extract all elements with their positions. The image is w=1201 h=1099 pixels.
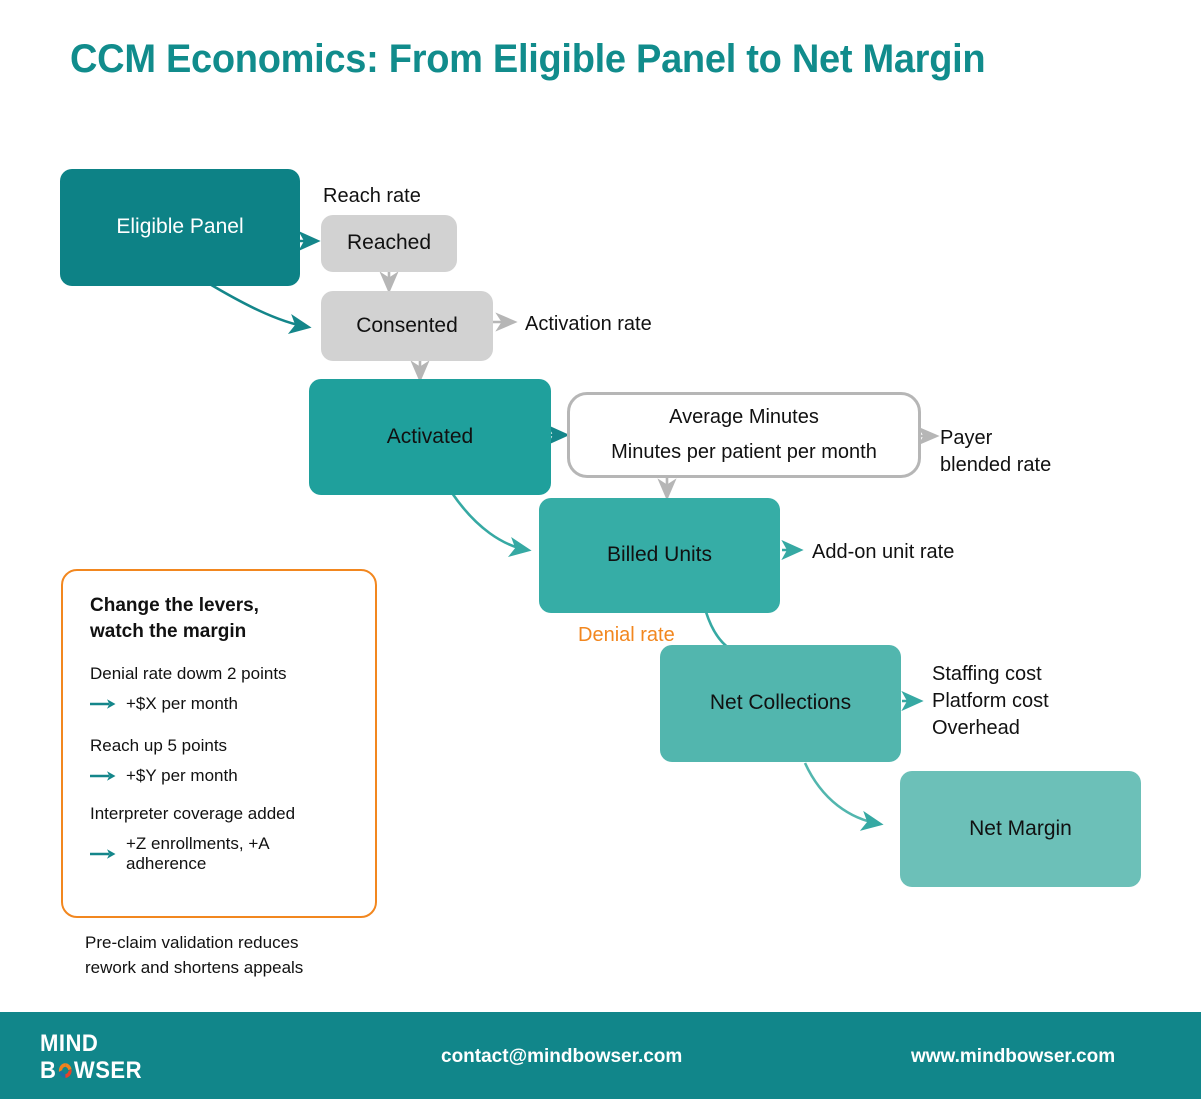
lever-item: Denial rate dowm 2 points +$X per month [90,664,351,714]
node-billed-units[interactable]: Billed Units [539,498,780,613]
logo-wser: WSER [73,1057,142,1084]
node-consented[interactable]: Consented [321,291,493,361]
lever-result-row: +$X per month [90,694,351,714]
lever-title: Denial rate dowm 2 points [90,664,287,684]
node-reached[interactable]: Reached [321,215,457,272]
avg-minutes-title: Average Minutes [669,405,819,428]
lever-item: Interpreter coverage added +Z enrollment… [90,804,351,874]
label-denial-rate: Denial rate [578,624,675,646]
lever-result-row: +Z enrollments, +A adherence [90,834,351,874]
logo-swirl-icon [56,1061,73,1080]
node-eligible-panel[interactable]: Eligible Panel [60,169,300,286]
logo-line-top: MIND [40,1030,99,1057]
node-label: Activated [386,424,474,448]
label-costs: Staffing cost Platform cost Overhead [932,663,1049,739]
node-net-collections[interactable]: Net Collections [660,645,901,762]
footer-website[interactable]: www.mindbowser.com [911,1046,1116,1067]
node-label: Billed Units [606,543,713,567]
logo-b: B [40,1057,57,1084]
lever-title: Reach up 5 points [90,736,228,756]
page-title: CCM Economics: From Eligible Panel to Ne… [70,37,986,81]
label-activation-rate: Activation rate [525,313,652,335]
node-label: Eligible Panel [116,215,244,239]
node-label: Reached [346,231,432,255]
lever-result: +$Y per month [126,766,238,786]
avg-minutes-subtitle: Minutes per patient per month [611,440,877,463]
arrow-right-icon [90,771,116,782]
arrow-right-icon [90,849,116,860]
lever-result-row: +$Y per month [90,766,351,786]
node-label: Consented [356,313,458,337]
footer-email[interactable]: contact@mindbowser.com [441,1046,683,1067]
lever-item: Reach up 5 points +$Y per month [90,736,351,786]
lever-result: +Z enrollments, +A adherence [126,834,269,874]
label-payer-blended-rate: Payer blended rate [940,427,1052,476]
node-label: Net Collections [709,691,852,715]
node-activated[interactable]: Activated [309,379,551,495]
logo-line-bottom: B WSER [40,1057,155,1084]
label-addon-unit-rate: Add-on unit rate [812,541,955,563]
label-reach-rate: Reach rate [323,185,421,207]
footer-bar [0,1012,1201,1099]
node-label: Net Margin [969,816,1072,840]
node-average-minutes[interactable]: Average Minutes Minutes per patient per … [567,392,921,478]
arrow-right-icon [90,699,116,710]
mindbowser-logo: MIND B WSER [40,1030,165,1088]
levers-callout: Change the levers, watch the margin Deni… [61,569,377,918]
callout-heading: Change the levers, watch the margin [90,595,259,642]
lever-result: +$X per month [126,694,238,714]
footnote-text: Pre-claim validation reduces rework and … [85,933,304,977]
lever-title: Interpreter coverage added [90,804,296,824]
node-net-margin[interactable]: Net Margin [900,771,1141,887]
